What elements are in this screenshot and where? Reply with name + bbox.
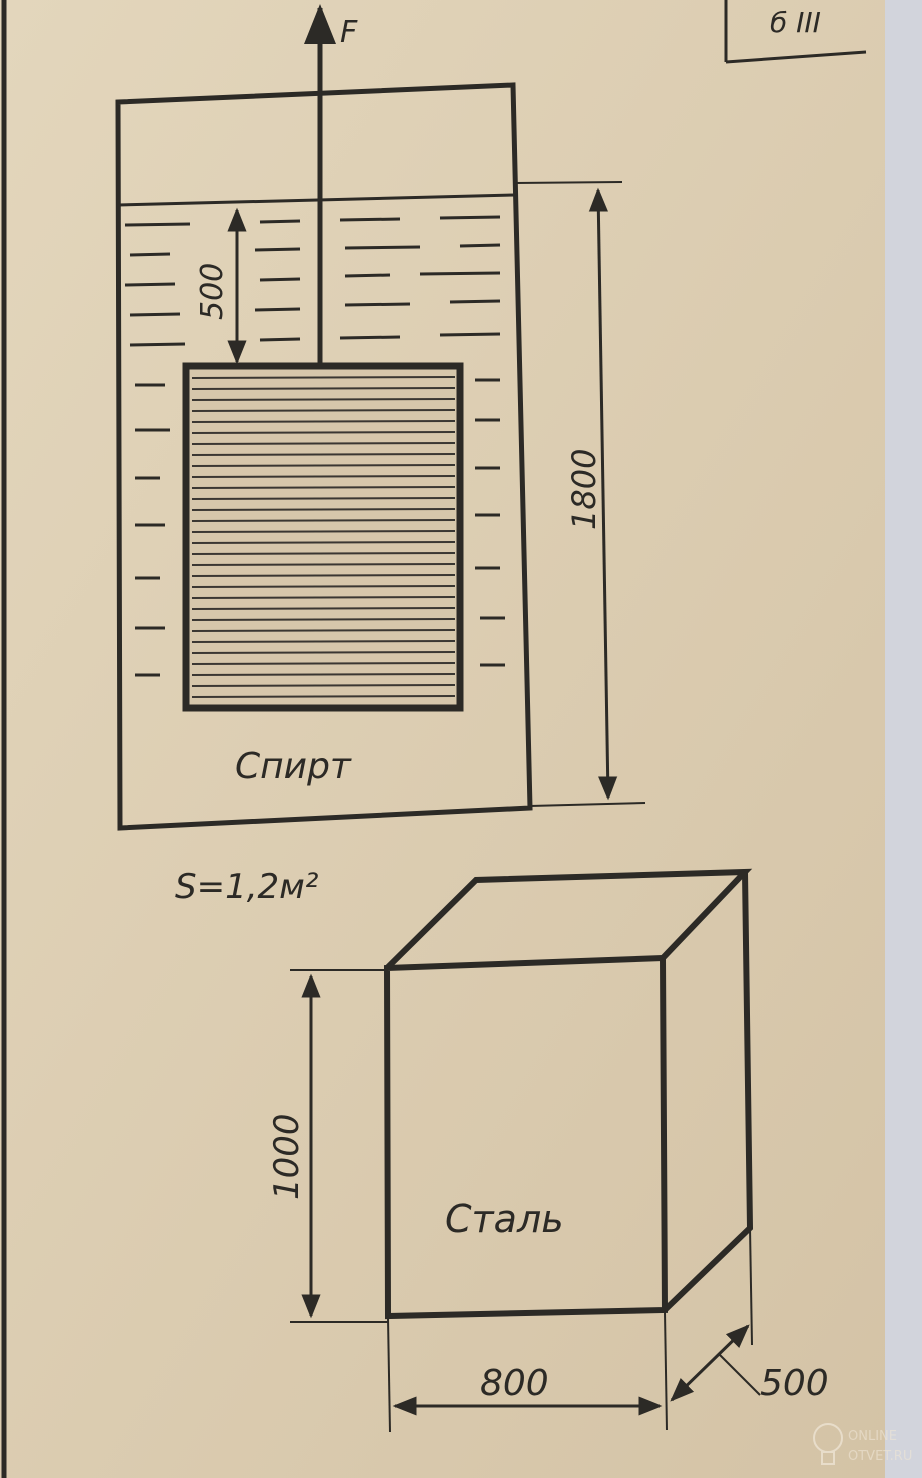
bottom-extension-line (529, 802, 646, 807)
block-hatch-line (191, 585, 456, 588)
block-hatch-line (191, 464, 456, 467)
block-hatch-line (191, 486, 456, 489)
block-hatch-line (191, 420, 456, 423)
block-hatch-line (191, 640, 456, 643)
block-hatch-line (191, 431, 456, 434)
liquid-surface (117, 193, 516, 207)
block-hatch-line (191, 574, 456, 577)
corner-box (724, 0, 867, 64)
block-hatch-line (191, 398, 456, 401)
block-hatch-line (191, 519, 456, 522)
block-hatch-line (191, 662, 456, 665)
block-hatch-line (191, 563, 456, 566)
lightbulb-icon (813, 1423, 843, 1465)
watermark: ONLINE OTVET.RU (813, 1423, 912, 1465)
height-dimension-label: 1800 (565, 449, 603, 530)
block-hatch-line (191, 541, 456, 544)
paper-card (0, 0, 885, 1478)
block-hatch-line (191, 618, 456, 621)
svg-text:OTVET.RU: OTVET.RU (848, 1449, 912, 1464)
corner-label: б III (770, 6, 821, 39)
submerged-block (182, 362, 464, 712)
block-hatch-line (191, 387, 456, 390)
force-label: F (340, 15, 358, 50)
block-depth-arrow (670, 1324, 750, 1402)
liquid-label: Спирт (235, 746, 352, 787)
liquid-hatching (124, 215, 505, 677)
block-hatch-line (191, 552, 456, 555)
block-hatch-line (191, 442, 456, 445)
block-hatch-line (191, 409, 456, 412)
material-label: Сталь (445, 1197, 564, 1241)
block-hatch-line (191, 673, 456, 676)
block-depth-leader (719, 1354, 761, 1396)
block-depth-label: 500 (760, 1363, 829, 1404)
block-hatch-line (191, 376, 456, 379)
svg-text:ONLINE: ONLINE (848, 1429, 897, 1444)
block-hatch-line (191, 684, 456, 687)
height-dimension-arrow (588, 187, 618, 801)
block-width-label: 800 (480, 1363, 549, 1404)
steel-block (290, 868, 754, 1433)
block-hatch-line (191, 475, 456, 478)
block-hatch-line (191, 596, 456, 599)
block-hatch-line (191, 629, 456, 632)
block-hatch-line (191, 530, 456, 533)
area-label: S=1,2м² (175, 867, 319, 907)
block-hatch-line (191, 651, 456, 654)
block-hatch-line (191, 607, 456, 610)
tank (115, 82, 646, 831)
block-hatch-line (191, 508, 456, 511)
depth-dimension-label: 500 (195, 263, 230, 320)
block-hatch-line (191, 453, 456, 456)
block-height-label: 1000 (267, 1113, 307, 1200)
surface-extension-line (514, 181, 623, 184)
block-hatch-line (191, 497, 456, 500)
block-hatch-line (191, 695, 456, 698)
